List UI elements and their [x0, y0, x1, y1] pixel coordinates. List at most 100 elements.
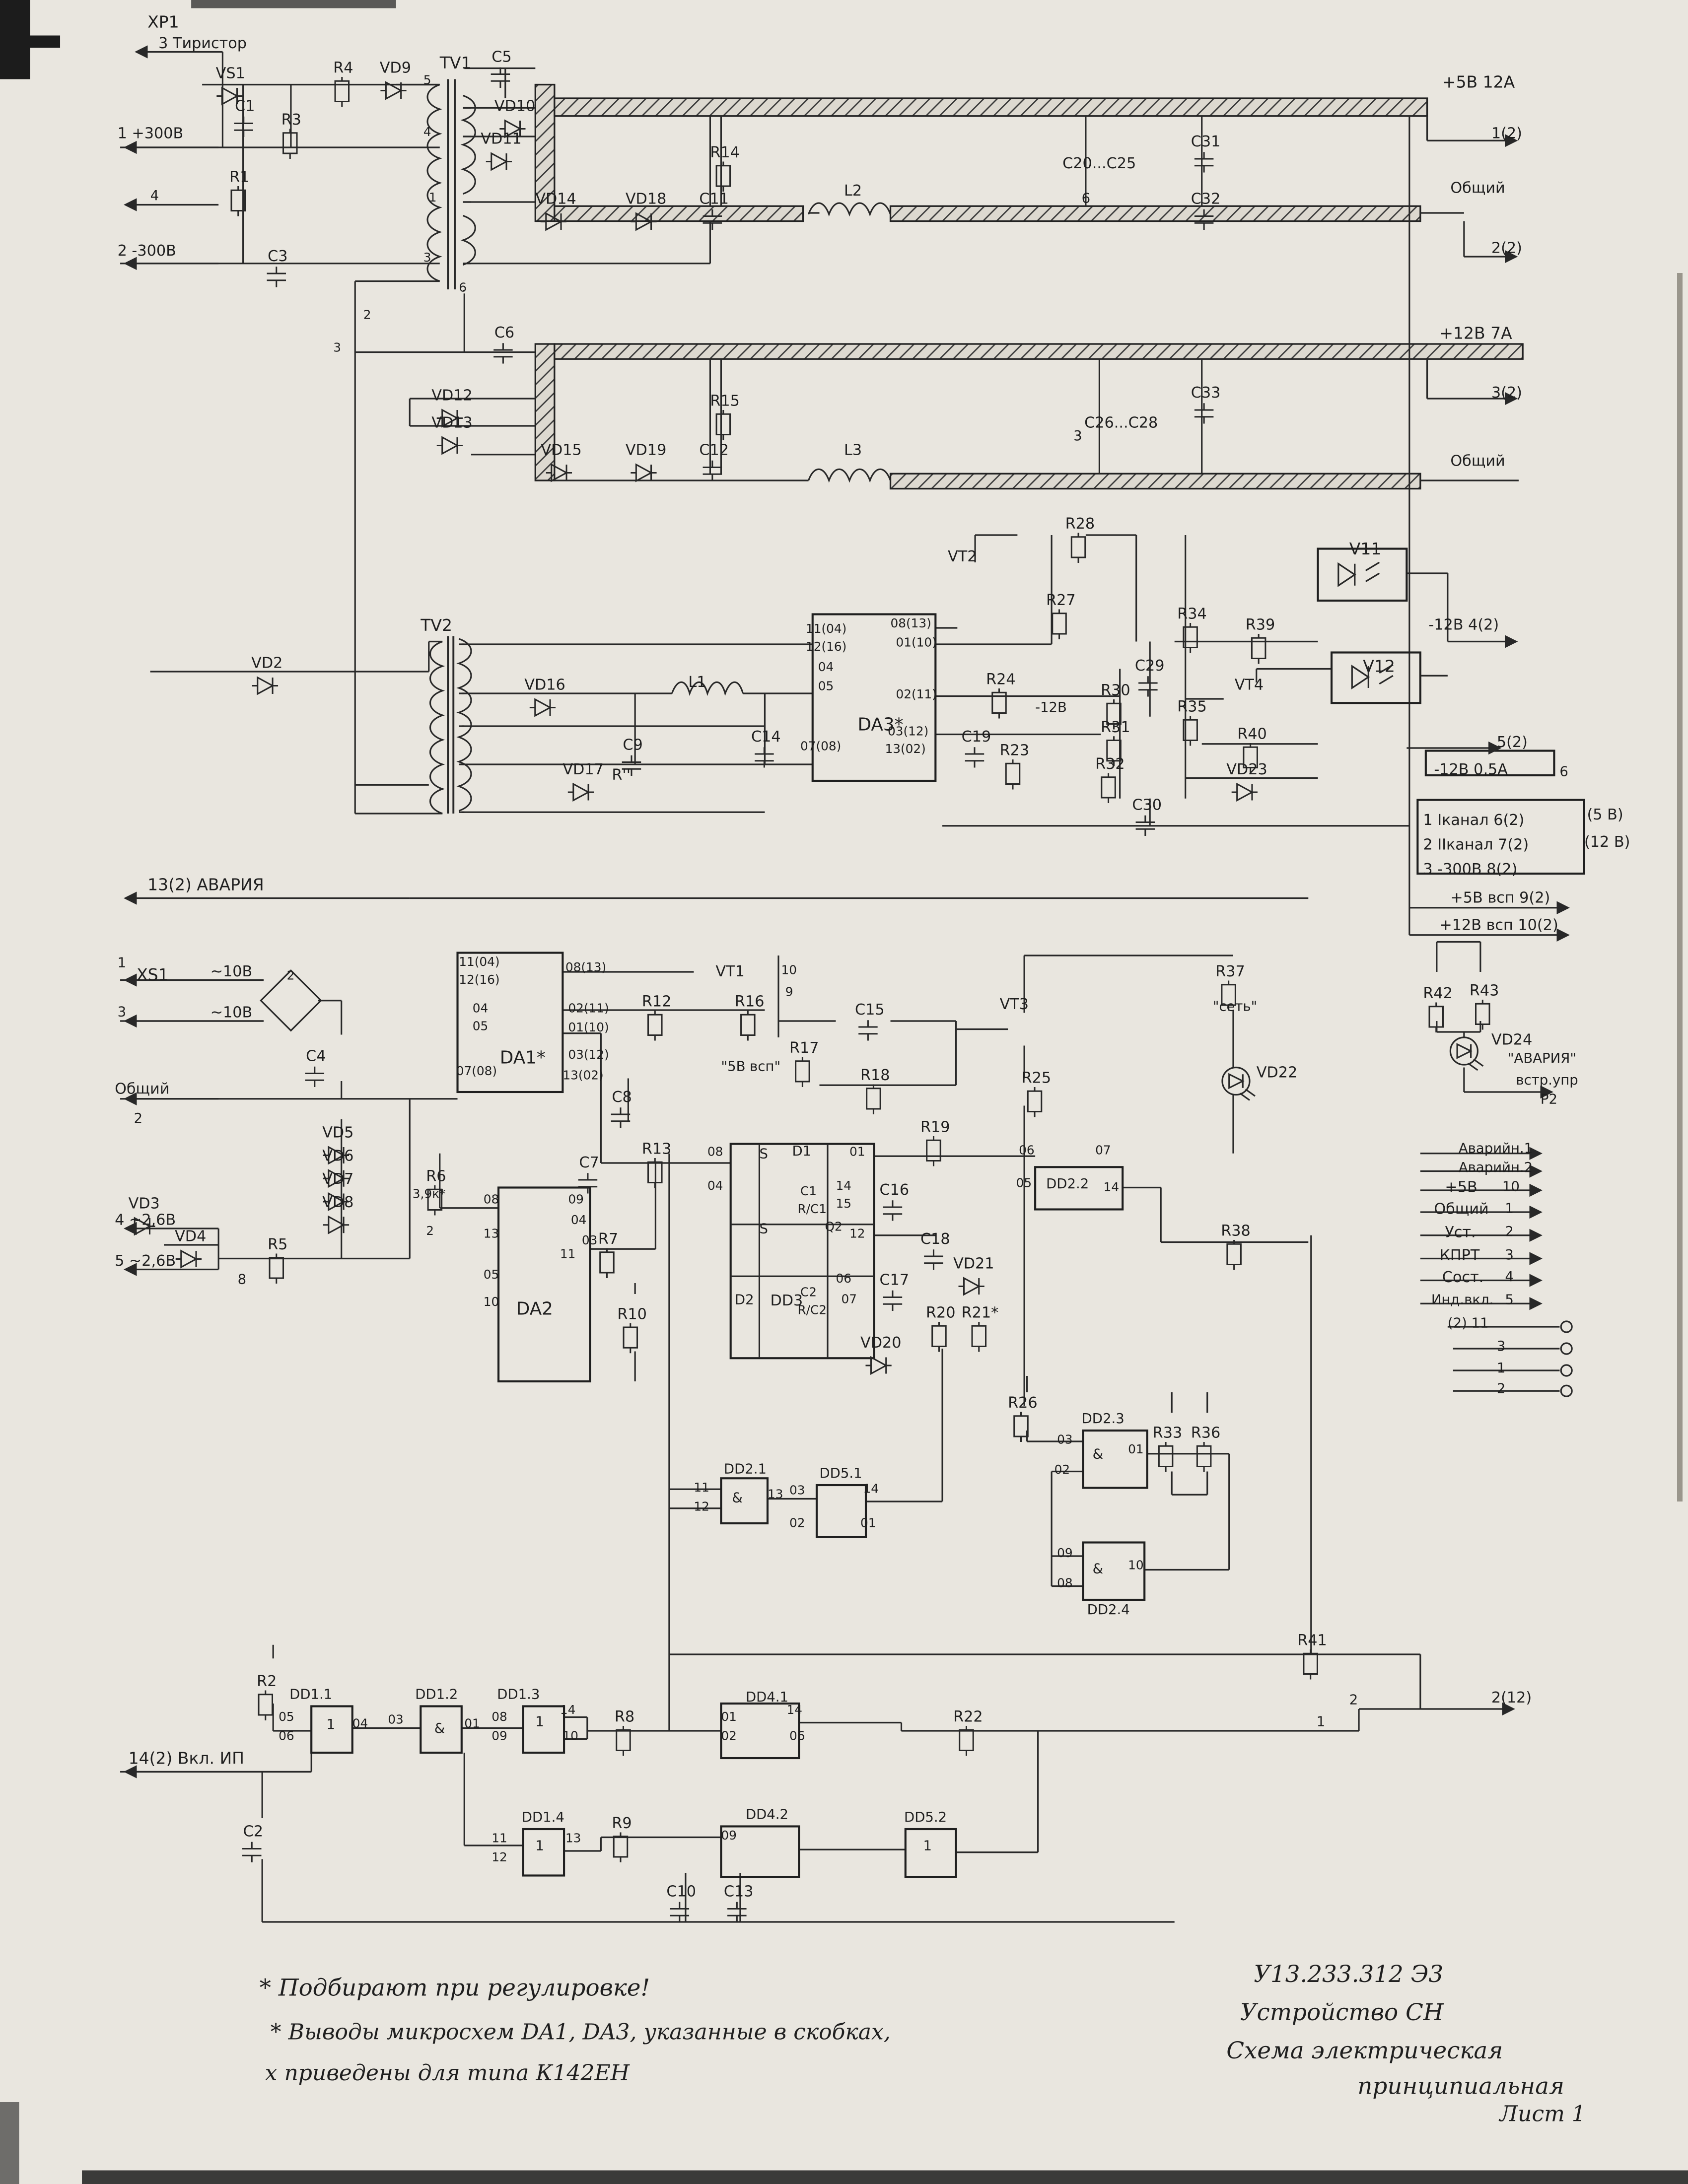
- r19: R19: [920, 1119, 950, 1136]
- r32: R32: [1095, 755, 1125, 773]
- dd3-rc1: R/С1: [797, 1202, 827, 1216]
- dd24-box: [1082, 1541, 1146, 1601]
- c14: С14: [751, 728, 781, 746]
- thyristor-line: 3 Тиристор: [158, 35, 247, 52]
- dd22-pin-07: 07: [1095, 1143, 1111, 1158]
- da3-pin-03-12: 03(12): [888, 724, 928, 738]
- dd3-q2: Q2: [825, 1220, 842, 1234]
- dd3-rc2: R/С2: [797, 1302, 827, 1317]
- dd22-pin-14: 14: [1104, 1180, 1120, 1194]
- da2-pin-09: 09: [568, 1192, 584, 1207]
- dd24: DD2.4: [1087, 1602, 1130, 1618]
- in-2-6-b: 5 ~2,6В: [115, 1252, 176, 1270]
- connector-arrows: [124, 45, 1573, 1778]
- r31: R31: [1101, 719, 1130, 736]
- r38: R38: [1221, 1223, 1251, 1240]
- con-5v: +5В: [1445, 1179, 1477, 1196]
- led-indicators: [1221, 1036, 1484, 1101]
- da1-pin-05: 05: [473, 1019, 489, 1033]
- vd2: VD2: [251, 655, 282, 672]
- tv2: ТV2: [420, 615, 452, 635]
- dd24-amp: &: [1093, 1561, 1103, 1576]
- da2: DA2: [516, 1298, 553, 1319]
- dd41-pin-14: 14: [786, 1703, 802, 1717]
- da3-pin-13-02: 13(02): [885, 742, 926, 756]
- dd22-pin-06: 06: [1019, 1143, 1035, 1158]
- dd51-pin-01: 01: [860, 1515, 876, 1530]
- tv1-pin1: 1: [429, 190, 437, 205]
- tv1-pin4: 4: [423, 125, 431, 139]
- da2-pin-04: 04: [571, 1213, 587, 1227]
- da1-pin-12-16: 12(16): [459, 972, 499, 987]
- power-bus-hatched: [534, 83, 1524, 490]
- r15: R15: [710, 393, 740, 410]
- vd7: VD7: [322, 1170, 353, 1188]
- tv1-pin2: 2: [363, 308, 371, 322]
- dd52: DD5.2: [904, 1809, 947, 1825]
- c1: С1: [235, 98, 255, 115]
- obshchiy-left: Общий: [115, 1081, 169, 1098]
- dd12-box: [420, 1705, 463, 1754]
- dd21-pin-12: 12: [694, 1499, 709, 1513]
- da1-box: [456, 952, 564, 1093]
- con-ust-pin: 2: [1505, 1224, 1514, 1239]
- dd11-pin-05: 05: [279, 1709, 294, 1724]
- dd22-pin-05: 05: [1016, 1176, 1032, 1190]
- dd51-pin-02: 02: [789, 1515, 805, 1530]
- c11: С11: [699, 191, 729, 208]
- out-ch1: 1 Iканал 6(2): [1423, 812, 1524, 829]
- dd13: DD1.3: [497, 1686, 540, 1702]
- vd17: VD17: [563, 761, 603, 778]
- pin-minus300: 2 -300В: [118, 242, 176, 260]
- r14: R14: [710, 144, 740, 161]
- r6: R6: [426, 1168, 446, 1185]
- optocoupler-v12-box: [1330, 651, 1421, 704]
- dd42-pin-09: 09: [721, 1828, 737, 1843]
- r37: R37: [1215, 963, 1245, 980]
- tv1-pin6: 6: [459, 280, 467, 295]
- out-3-2: 3(2): [1491, 384, 1522, 402]
- r30: R30: [1101, 682, 1130, 699]
- vd13: VD13: [431, 414, 472, 432]
- dd3-c1: С1: [800, 1184, 817, 1198]
- da2-box: [497, 1186, 591, 1383]
- vs1: VS1: [216, 65, 245, 82]
- dd12-pin-01: 01: [464, 1716, 480, 1731]
- pin-1-out: 1: [1317, 1713, 1326, 1729]
- dd41: DD4.1: [746, 1689, 788, 1705]
- label-vstr-upr: встр.упр: [1516, 1072, 1578, 1088]
- r1: R1: [229, 169, 249, 186]
- dd14-pin-12: 12: [492, 1850, 507, 1864]
- dd21-amp: &: [732, 1490, 742, 1505]
- da1-pin-04: 04: [473, 1001, 489, 1016]
- out-ch2: 2 IIканал 7(2): [1423, 836, 1529, 853]
- tv1-pin5: 5: [423, 73, 431, 87]
- dd14-box: [522, 1828, 565, 1877]
- dd13-pin-09: 09: [492, 1728, 507, 1743]
- vd9: VD9: [380, 60, 411, 77]
- out-5-2: 5(2): [1497, 734, 1528, 751]
- con-ust: Уст.: [1445, 1224, 1476, 1241]
- da2-pin-10: 10: [484, 1295, 499, 1309]
- c33: С33: [1191, 384, 1221, 402]
- dd14: DD1.4: [522, 1809, 564, 1825]
- c19: С19: [962, 728, 991, 746]
- out-1-2: 1(2): [1491, 125, 1522, 142]
- vd8: VD8: [322, 1194, 353, 1211]
- out-2-12: 2(12): [1491, 1689, 1532, 1706]
- r18: R18: [860, 1067, 890, 1084]
- r28: R28: [1065, 515, 1095, 533]
- vd21: VD21: [953, 1255, 994, 1273]
- dd3-pin-06: 06: [836, 1271, 851, 1286]
- dd12-amp: &: [434, 1720, 445, 1736]
- dd41-pin-02: 02: [721, 1728, 737, 1743]
- con-kprt: КПРТ: [1439, 1247, 1479, 1264]
- vt1: VТ1: [715, 963, 744, 980]
- da3-pin-04: 04: [818, 660, 834, 674]
- ic-boxes: [260, 547, 1586, 1878]
- label-set: "сеть": [1213, 998, 1258, 1014]
- out-minus12-05: -12В 0,5А: [1434, 761, 1508, 778]
- pin-4: 4: [150, 188, 159, 204]
- dd51-pin-03: 03: [789, 1483, 805, 1497]
